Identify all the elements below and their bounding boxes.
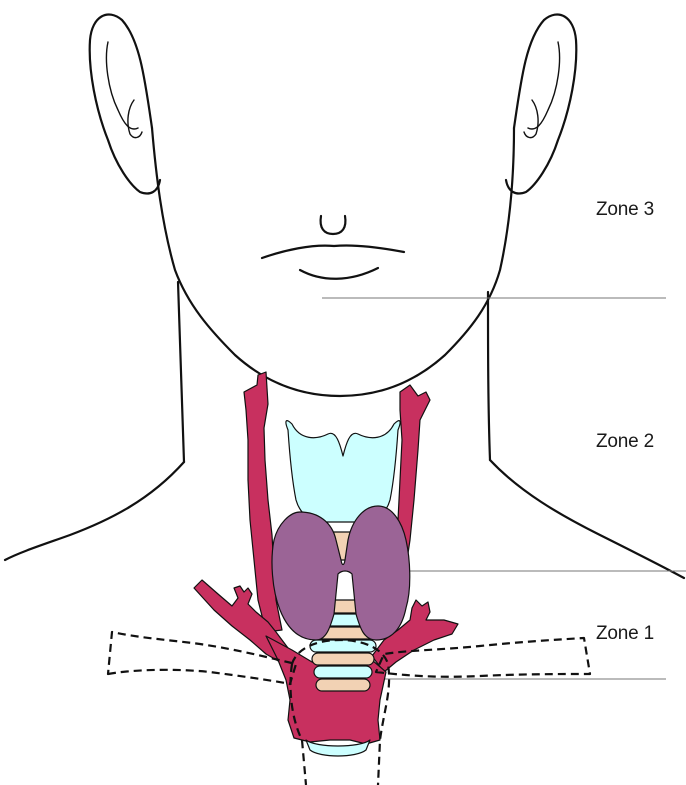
zone-2-label: Zone 2 (596, 431, 654, 452)
zone-3-label: Zone 3 (596, 199, 654, 220)
left-ear-fold (128, 100, 142, 138)
tracheal-ring-3 (312, 653, 374, 665)
upper-lip (262, 245, 404, 258)
right-ear (506, 14, 576, 193)
left-ear-inner (106, 42, 138, 129)
zone-1-label: Zone 1 (596, 623, 654, 644)
tracheal-ring-3-gap (314, 666, 372, 678)
zone-labels: Zone 3 Zone 2 Zone 1 (596, 199, 654, 644)
neck-left-side (178, 282, 184, 462)
right-shoulder (490, 460, 684, 578)
right-ear-fold (524, 100, 538, 138)
right-ear-inner (528, 42, 560, 129)
tracheal-ring-2-gap (310, 640, 376, 652)
jaw-line (152, 128, 514, 396)
left-shoulder (5, 462, 184, 560)
left-ear (90, 14, 160, 193)
neck-right-side (488, 292, 490, 460)
nose (321, 216, 346, 234)
tracheal-ring-4 (316, 679, 370, 691)
lower-lip (300, 268, 378, 279)
